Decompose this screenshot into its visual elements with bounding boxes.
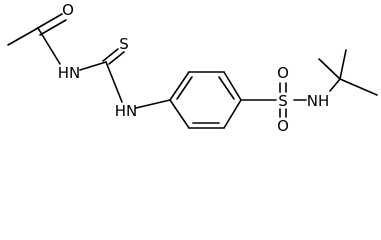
bond-carbonyl-double-b — [39, 19, 67, 36]
ring-bond-1 — [169, 71, 190, 101]
atom-carbonyl-oxygen: O — [62, 1, 74, 19]
atom-sulfonyl-oxygen-top: O — [277, 64, 289, 82]
atom-amide-nitrogen: HN — [58, 64, 81, 82]
bond-tbutyl-methyl-top — [339, 49, 347, 80]
bond-carbonyl-amide-n — [37, 27, 61, 65]
ring-inner-bond-a — [176, 76, 193, 100]
structure-canvas: O HN S HN S O O NH — [7, 1, 378, 135]
bond-methyl-carbonyl — [7, 27, 39, 46]
bond-thiocarbonyl-aniline-n — [105, 61, 123, 103]
molecule-drawing: O HN S HN S O O NH — [7, 1, 378, 135]
bond-thione-double-b — [108, 51, 125, 65]
bond-carbonyl-double-a — [35, 13, 63, 30]
ring-bond-3 — [223, 71, 242, 101]
bond-thione-double-a — [102, 48, 119, 62]
bond-amide-n-thiocarbonyl — [79, 61, 107, 71]
ring-inner-bond-b — [218, 76, 235, 100]
atom-thione-sulfur: S — [119, 35, 129, 53]
bond-aniline-n-ring — [135, 99, 171, 109]
bond-layer — [7, 13, 378, 129]
ring-bond-4 — [223, 99, 242, 129]
bond-nh-tbutyl — [329, 78, 341, 92]
bond-tbutyl-methyl-right — [339, 78, 378, 96]
atom-sulfonyl-oxygen-bottom: O — [277, 117, 289, 135]
atom-sulfonamide-nitrogen: NH — [307, 92, 330, 110]
atom-aniline-nitrogen: HN — [115, 102, 138, 120]
atom-sulfonyl-sulfur: S — [278, 92, 288, 110]
bond-tbutyl-methyl-left — [318, 58, 341, 80]
atom-label-layer: O HN S HN S O O NH — [58, 1, 330, 135]
ring-bond-6 — [169, 99, 190, 129]
